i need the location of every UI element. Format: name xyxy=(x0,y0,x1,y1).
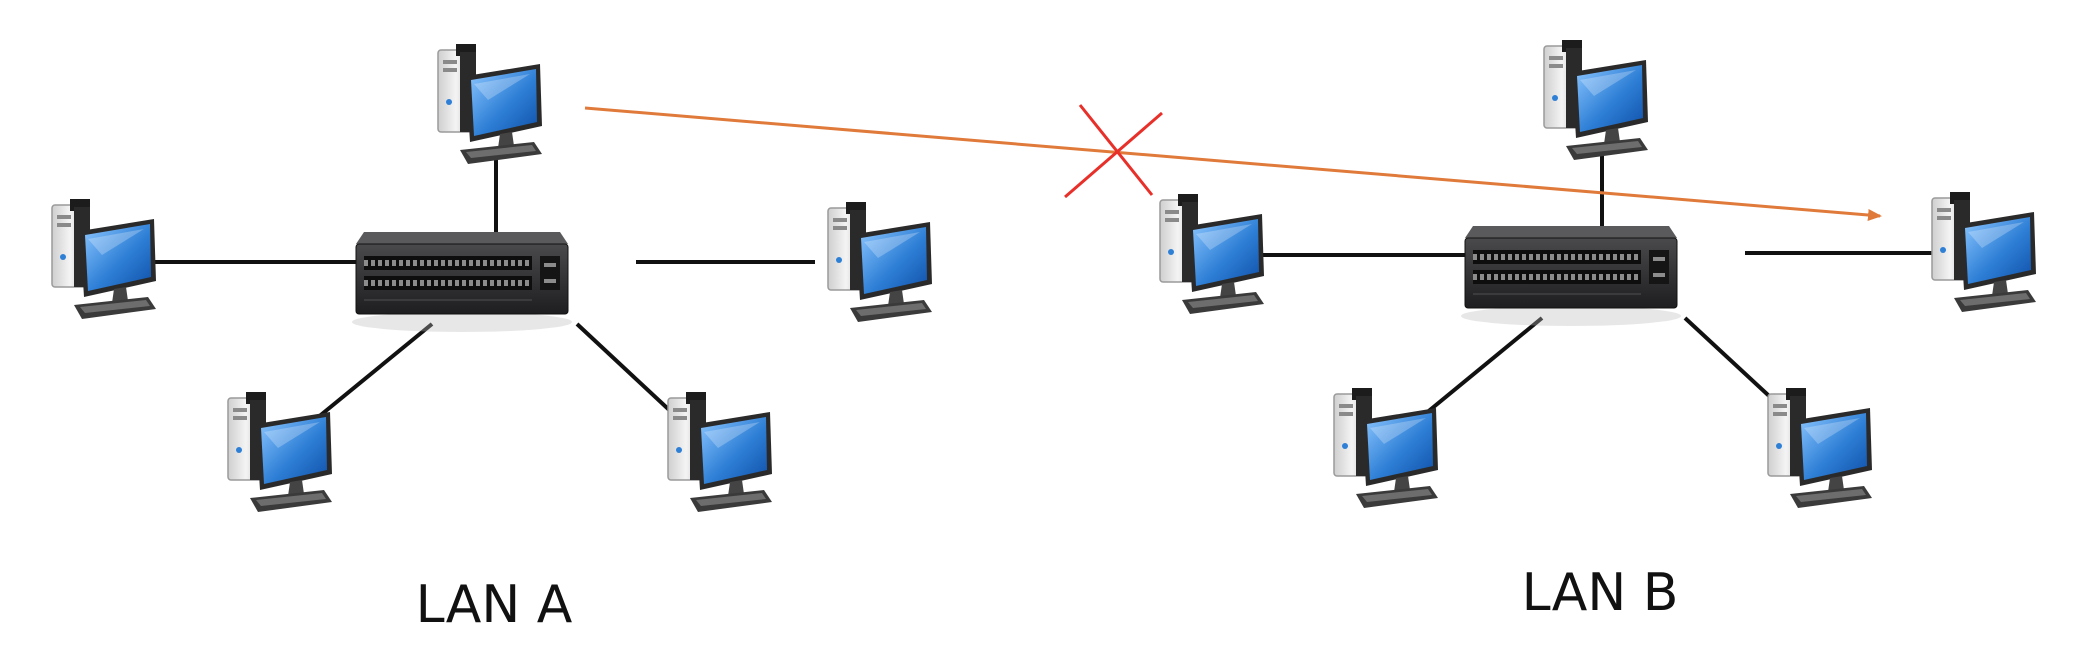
desktop-computer-icon xyxy=(438,44,542,164)
desktop-computer-icon xyxy=(1544,40,1648,160)
desktop-computer-icon xyxy=(828,202,932,322)
connection-arrow xyxy=(585,108,1880,216)
lan-b-label: LAN B xyxy=(1522,563,1679,623)
network-switch-icon xyxy=(1461,226,1681,326)
lan-a-label: LAN A xyxy=(416,575,573,635)
cable-a-bottom-right xyxy=(577,324,680,420)
desktop-computer-icon xyxy=(1932,192,2036,312)
desktop-computer-icon xyxy=(1768,388,1872,508)
lan-a-group: LAN A xyxy=(52,44,932,635)
lan-b-group: LAN B xyxy=(1160,40,2036,623)
desktop-computer-icon xyxy=(52,199,156,319)
desktop-computer-icon xyxy=(668,392,772,512)
desktop-computer-icon xyxy=(228,392,332,512)
desktop-computer-icon xyxy=(1160,194,1264,314)
desktop-computer-icon xyxy=(1334,388,1438,508)
blocked-connection xyxy=(585,105,1880,216)
network-switch-icon xyxy=(352,232,572,332)
